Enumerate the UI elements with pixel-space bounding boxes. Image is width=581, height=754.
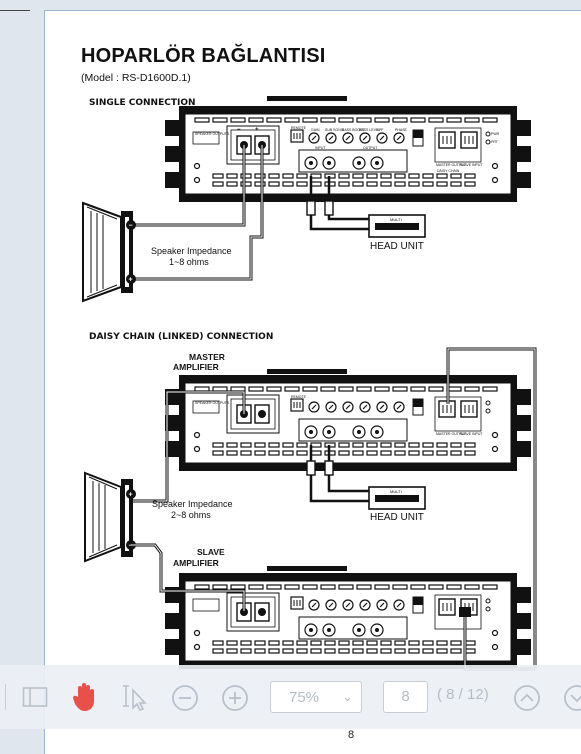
daisy-speaker: + − [84, 471, 136, 563]
model-number: (Model : RS-D1600D.1) [81, 72, 191, 84]
phase-label: PHASE [395, 128, 408, 132]
page-top-rule [0, 10, 30, 11]
single-amplifier [164, 105, 532, 203]
slave-label-line2: AMPLIFIER [173, 558, 219, 568]
svg-text:+: + [129, 492, 133, 499]
single-speaker-impedance: Speaker Impedance [151, 246, 232, 256]
zoom-level-select[interactable]: 75% ⌄ [270, 681, 362, 713]
lpf-label: LPF [377, 128, 383, 132]
remote-label: REMOTE [291, 126, 307, 130]
sub-sonic-label: SUB SONIC [325, 128, 345, 132]
text-select-icon[interactable] [118, 681, 150, 713]
single-speaker: − + [82, 201, 136, 303]
daisy-impedance-range: 2~8 ohms [171, 510, 211, 520]
master-label-line2: AMPLIFIER [173, 362, 219, 372]
wiring-diagram: SPEAKER OUTPUTS REMOTE GAIN SUB SONIC BA… [82, 96, 537, 671]
previous-page-icon[interactable] [512, 683, 542, 713]
prt-label: PRT [491, 140, 499, 144]
speaker-output-label: SPEAKER OUTPUTS [195, 132, 230, 136]
chevron-down-icon: ⌄ [342, 689, 353, 704]
bass-boost-label: BASS BOOST [342, 128, 365, 132]
slave-jack-label: SLAVE INPUT [460, 163, 483, 167]
sidebar-toggle-icon[interactable] [20, 683, 50, 711]
master-amplifier [164, 374, 532, 472]
daisy-head-unit-label: HEAD UNIT [370, 512, 424, 523]
svg-text:MASTER OUTPUT: MASTER OUTPUT [436, 432, 467, 436]
toolbar-divider [0, 683, 10, 711]
svg-text:REMOTE: REMOTE [291, 395, 307, 399]
rca-cable-left [309, 176, 369, 231]
daisy-head-unit: MULTI [368, 486, 426, 510]
amp-handle [267, 96, 347, 101]
zoom-out-icon[interactable] [170, 683, 200, 713]
rca-cable-right [327, 176, 369, 221]
terminal-minus-label: − [237, 127, 241, 133]
next-page-icon[interactable] [562, 683, 581, 713]
daisy-speaker-impedance: Speaker Impedance [152, 499, 233, 509]
speaker-plus-label: + [129, 277, 133, 284]
terminal-plus-label: + [255, 127, 259, 133]
zoom-in-icon[interactable] [220, 683, 250, 713]
page-number: 8 [348, 729, 355, 741]
svg-text:MULTI: MULTI [390, 489, 402, 494]
master-label-line1: MASTER [189, 352, 225, 362]
page-title: HOPARLÖR BAĞLANTISI [81, 45, 326, 67]
gain-label: GAIN [311, 128, 320, 132]
slave-amplifier [164, 572, 532, 670]
svg-text:SLAVE INPUT: SLAVE INPUT [460, 432, 483, 436]
single-impedance-range: 1~8 ohms [169, 257, 209, 267]
zoom-level-value: 75% [289, 689, 320, 706]
page-number-input[interactable]: 8 [383, 681, 428, 713]
master-jack-label: MASTER OUTPUT [436, 163, 467, 167]
daisy-chain-label: DAISY CHAIN [437, 169, 460, 173]
single-connection-heading: SINGLE CONNECTION [89, 98, 196, 108]
svg-text:SPEAKER OUTPUTS: SPEAKER OUTPUTS [195, 401, 230, 405]
pwr-label: PWR [491, 132, 500, 136]
output-label: OUTPUT [363, 146, 378, 150]
input-label: INPUT [315, 146, 326, 150]
single-head-unit: MULTI [368, 214, 426, 238]
hand-tool-icon[interactable] [68, 680, 100, 714]
document-page: HOPARLÖR BAĞLANTISI (Model : RS-D1600D.1… [44, 10, 581, 754]
daisy-chain-heading: DAISY CHAIN (LINKED) CONNECTION [89, 332, 274, 342]
page-count: ( 8 / 12) [437, 686, 489, 703]
svg-text:−: − [129, 543, 133, 550]
slave-label-line1: SLAVE [197, 547, 225, 557]
bass-level-label: BASS LEVEL [359, 128, 380, 132]
speaker-minus-label: − [129, 223, 133, 230]
single-head-unit-label: HEAD UNIT [370, 241, 424, 252]
svg-text:MULTI: MULTI [390, 217, 402, 222]
